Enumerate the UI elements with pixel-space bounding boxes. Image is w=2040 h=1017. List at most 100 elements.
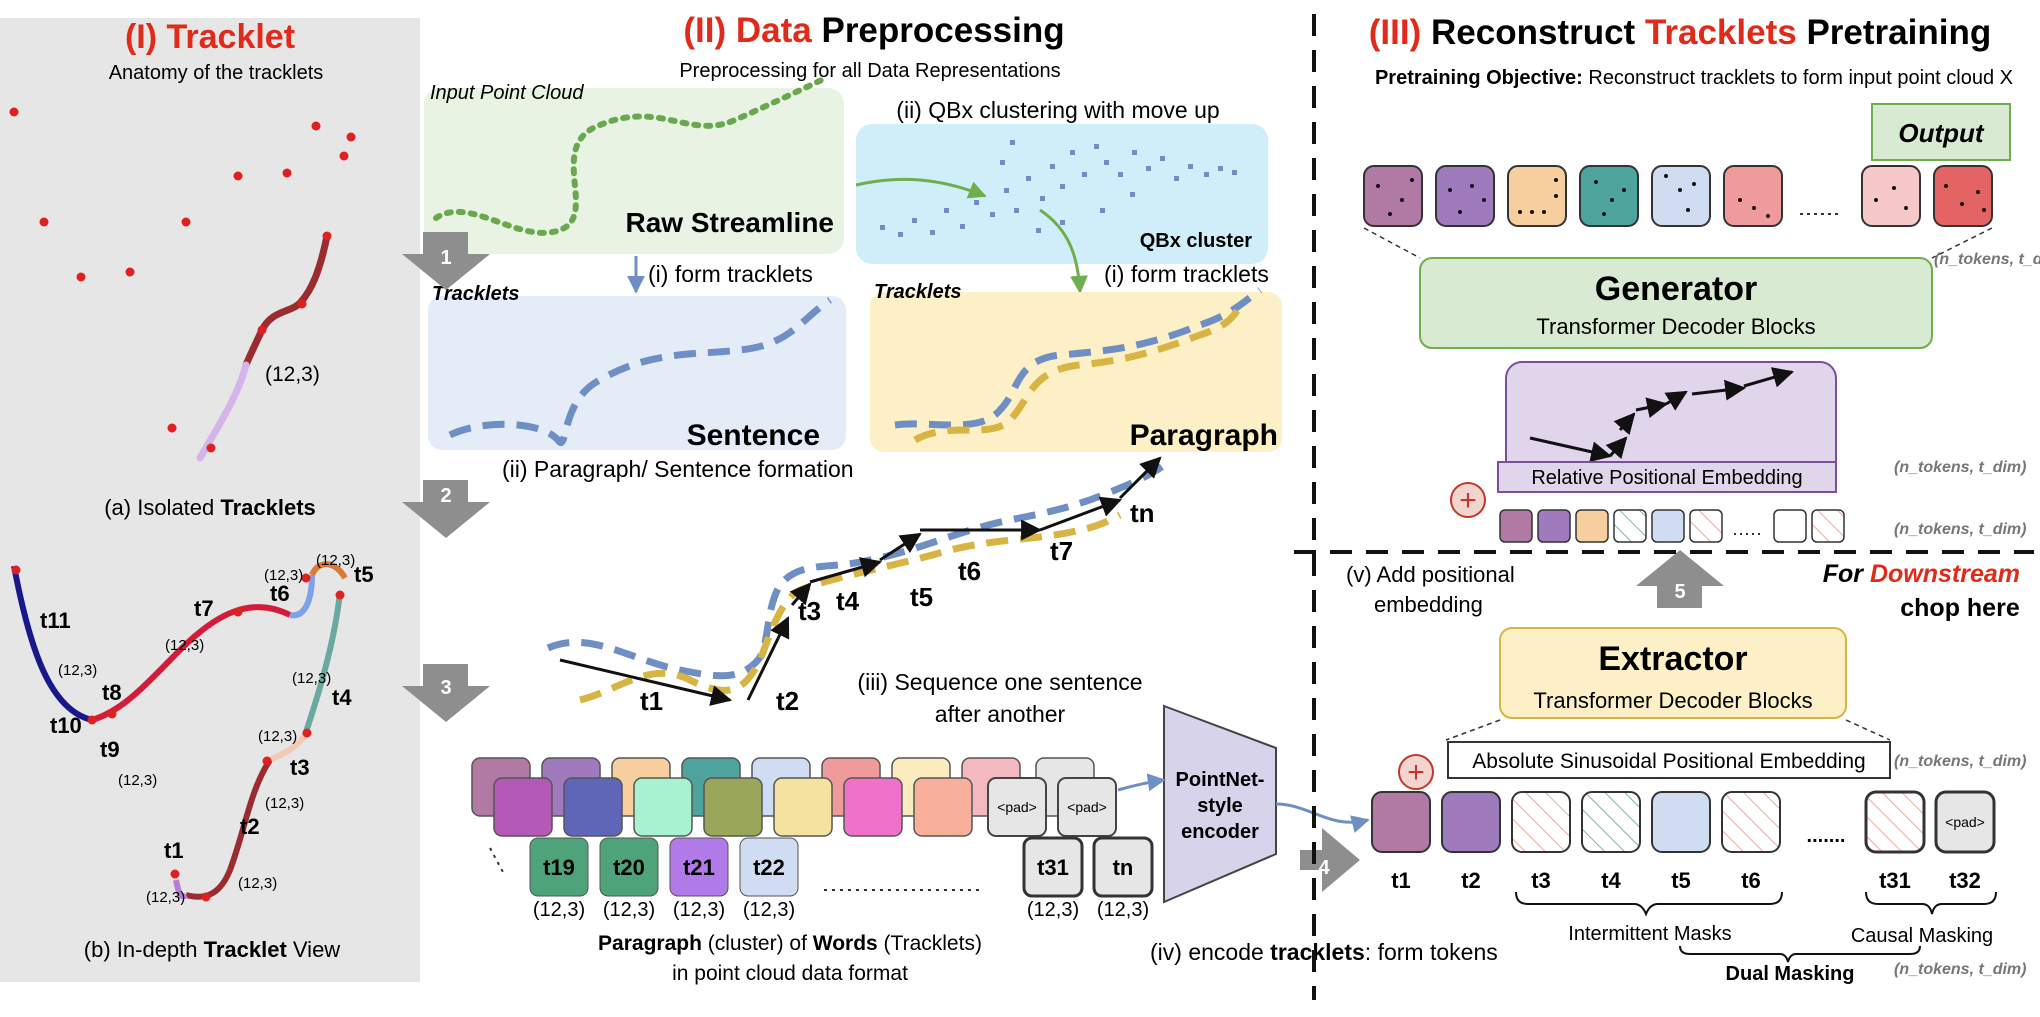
panel2-subtitle: Preprocessing for all Data Representatio… <box>679 60 1060 82</box>
pointnet-encoder <box>1163 704 1277 904</box>
brace-causal <box>1865 891 1997 915</box>
generator-title: Generator <box>1595 270 1758 308</box>
brace-intermittent <box>1515 891 1783 917</box>
input-t4: t4 <box>1601 868 1621 893</box>
word-tokens-front <box>529 836 1154 898</box>
shape-t1: (12,3) <box>146 889 185 906</box>
intermittent-label: Intermittent Masks <box>1568 923 1731 945</box>
label-t7: t7 <box>194 596 214 621</box>
seq-t2: t2 <box>776 686 799 716</box>
tracklet-curve-dark <box>242 232 331 369</box>
encoder-line-3: encoder <box>1181 821 1259 843</box>
arrow-num-2: 2 <box>440 485 451 507</box>
segment-t3 <box>268 733 308 763</box>
tracklet-shape-label: (12,3) <box>265 363 320 386</box>
input-t3: t3 <box>1531 868 1551 893</box>
input-t31: t31 <box>1879 868 1911 893</box>
relpos-label-box <box>1497 461 1837 493</box>
raw-streamline-curve <box>433 75 829 236</box>
word-shape-4: (12,3) <box>743 899 795 921</box>
step-arrow-2 <box>402 480 490 538</box>
segment-t4 <box>302 591 343 736</box>
objective: Pretraining Objective: Reconstruct track… <box>1375 67 2013 89</box>
abs-pos-label: Absolute Sinusoidal Positional Embedding <box>1472 750 1865 773</box>
seq-t1: t1 <box>640 686 663 716</box>
word-t21: t21 <box>683 855 715 880</box>
downstream-line2: chop here <box>1900 594 2020 622</box>
sentence-curve <box>448 297 832 446</box>
shape-t2: (12,3) <box>265 795 304 812</box>
pad-token-2 <box>1057 777 1117 837</box>
input-t32: t32 <box>1949 868 1981 893</box>
shape-t6: (12,3) <box>264 567 303 584</box>
raw-label: Raw Streamline <box>625 207 834 238</box>
label-t4: t4 <box>332 685 352 710</box>
segment-t1 <box>173 879 188 900</box>
plus-icon-lower <box>1398 754 1434 790</box>
sentence-label: Sentence <box>687 419 820 452</box>
shape-t4: (12,3) <box>292 670 331 687</box>
step-arrows <box>402 232 1724 892</box>
segment-t11 <box>11 565 93 723</box>
word-shape-2: (12,3) <box>603 899 655 921</box>
plus-icon-upper <box>1450 482 1486 518</box>
qbx-label: (ii) QBx clustering with move up <box>896 97 1219 123</box>
panel1-subtitle: Anatomy of the tracklets <box>109 62 324 84</box>
pad-token-1 <box>987 777 1047 837</box>
seq-t4: t4 <box>836 586 860 616</box>
label-t8: t8 <box>102 680 122 705</box>
caption-a: (a) Isolated Tracklets <box>104 495 316 520</box>
dims-label-1: (n_tokens, t_dim) <box>1934 251 2040 268</box>
plus-sign-upper: + <box>1459 484 1477 517</box>
downstream-line1: For Downstream <box>1823 560 2020 588</box>
indepth-view: t11 t10 t9 t8 t7 t6 t5 t4 t3 t2 t1 (12,3… <box>11 552 374 906</box>
caption-b: (b) In-depth Tracklet View <box>84 937 341 962</box>
step-iii-line2: after another <box>935 701 1066 727</box>
small-tokens <box>1499 509 1845 543</box>
dims-label-2: (n_tokens, t_dim) <box>1894 459 2026 476</box>
panel3-title: (III) Reconstruct Tracklets Pretraining <box>1369 13 1991 52</box>
paragraph-label: Paragraph <box>1130 419 1278 452</box>
seq-t5: t5 <box>910 582 933 612</box>
label-t1: t1 <box>164 838 184 863</box>
relpos-arrows <box>1529 367 1795 463</box>
shape-t5: (12,3) <box>316 552 355 569</box>
caption-line1: Paragraph (cluster) of Words (Tracklets) <box>598 932 982 955</box>
label-t11: t11 <box>40 608 71 633</box>
segment-t6 <box>289 574 315 619</box>
word-shape-3: (12,3) <box>673 899 725 921</box>
extractor-box <box>1499 627 1847 719</box>
arrow-to-qbx <box>855 177 987 199</box>
step-iv-label: (iv) encode tracklets: form tokens <box>1150 939 1498 965</box>
arrow-num-5: 5 <box>1674 581 1685 603</box>
word-t20: t20 <box>613 855 645 880</box>
dims-label-5: (n_tokens, t_dim) <box>1894 961 2026 978</box>
form-tracklets-1: (i) form tracklets <box>648 261 813 287</box>
output-box <box>1871 103 2011 161</box>
brace-dual <box>1679 945 1921 963</box>
generator-box <box>1419 257 1933 349</box>
segment-t5 <box>309 561 348 580</box>
input-t1: t1 <box>1391 868 1411 893</box>
word-tn: tn <box>1113 855 1134 880</box>
causal-label: Causal Masking <box>1851 925 1993 947</box>
generator-sub: Transformer Decoder Blocks <box>1536 314 1815 339</box>
step-iii-line1: (iii) Sequence one sentence <box>857 669 1142 695</box>
shape-t9: (12,3) <box>118 772 157 789</box>
shape-t11: (12,3) <box>58 662 97 679</box>
input-t5: t5 <box>1671 868 1691 893</box>
tracklet-curve-light <box>196 361 250 462</box>
input-tokens <box>1371 790 1996 854</box>
sentence-box <box>428 296 846 450</box>
relpos-label: Relative Positional Embedding <box>1531 467 1802 489</box>
panel-tracklet-bg <box>0 18 420 982</box>
encoder-line-1: PointNet- <box>1176 769 1265 791</box>
tracklets-tag-1: Tracklets <box>432 283 519 305</box>
label-t6: t6 <box>270 581 290 606</box>
label-t9: t9 <box>100 737 120 762</box>
sequence-arrows <box>559 456 1162 706</box>
paragraph-curve-blue <box>894 287 1263 429</box>
form-tracklets-2: (i) form tracklets <box>1104 261 1269 287</box>
